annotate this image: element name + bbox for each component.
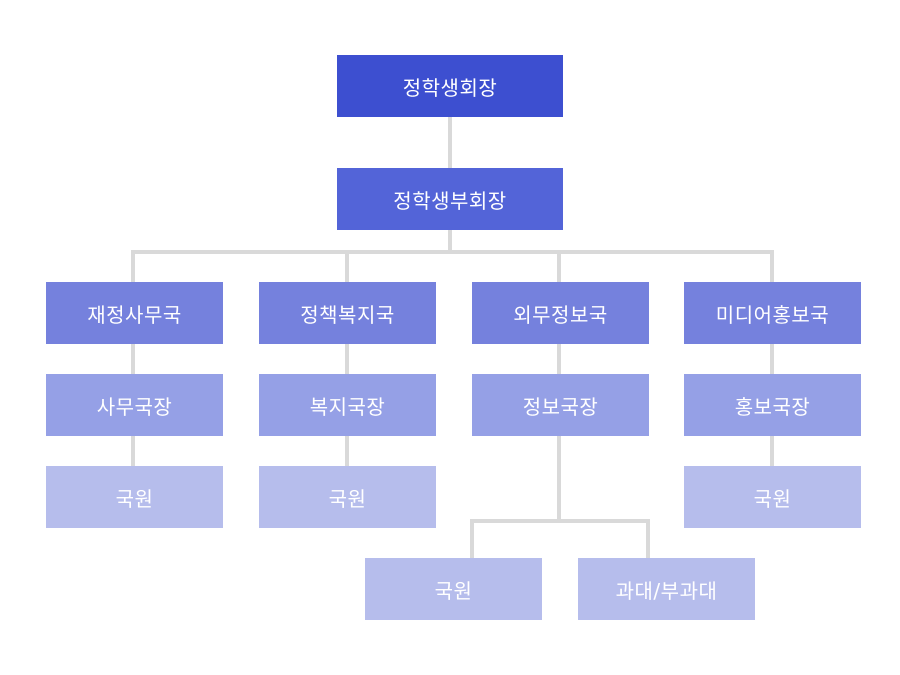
node-external-department: 외무정보국 xyxy=(472,282,649,344)
node-welfare-member: 국원 xyxy=(259,466,436,528)
connector-president-vice xyxy=(448,117,452,169)
connector-bus-finance xyxy=(131,250,135,284)
node-finance-member: 국원 xyxy=(46,466,223,528)
connector-external-reps xyxy=(646,519,650,559)
connector-horizontal-bus xyxy=(131,250,774,254)
node-external-head: 정보국장 xyxy=(472,374,649,436)
node-media-member: 국원 xyxy=(684,466,861,528)
connector-media-head xyxy=(770,343,774,375)
connector-external-member xyxy=(470,519,474,559)
node-finance-head: 사무국장 xyxy=(46,374,223,436)
node-media-head: 홍보국장 xyxy=(684,374,861,436)
node-welfare-department: 정책복지국 xyxy=(259,282,436,344)
node-vice-president: 정학생부회장 xyxy=(337,168,563,230)
connector-external-head xyxy=(557,343,561,375)
connector-bus-external xyxy=(557,250,561,284)
connector-bus-welfare xyxy=(345,250,349,284)
node-external-member: 국원 xyxy=(365,558,542,620)
connector-welfare-member xyxy=(345,435,349,467)
node-media-department: 미디어홍보국 xyxy=(684,282,861,344)
node-external-reps: 과대/부과대 xyxy=(578,558,755,620)
connector-finance-member xyxy=(131,435,135,467)
connector-finance-head xyxy=(131,343,135,375)
connector-welfare-head xyxy=(345,343,349,375)
node-welfare-head: 복지국장 xyxy=(259,374,436,436)
node-president: 정학생회장 xyxy=(337,55,563,117)
connector-vice-bus xyxy=(448,230,452,252)
connector-bus-media xyxy=(770,250,774,284)
node-finance-department: 재정사무국 xyxy=(46,282,223,344)
connector-media-member xyxy=(770,435,774,467)
connector-external-split xyxy=(470,519,650,523)
connector-external-down xyxy=(557,435,561,522)
